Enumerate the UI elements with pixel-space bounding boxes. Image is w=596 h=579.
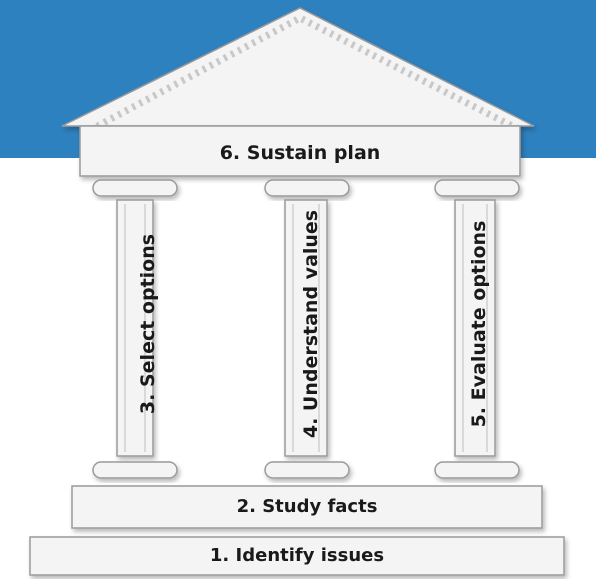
- roof-entablature: [79, 125, 521, 177]
- roof-dash-decoration: [88, 14, 522, 134]
- roof-pediment: [61, 7, 535, 127]
- step-2-label: 2. Study facts: [236, 496, 378, 517]
- step-6-label: 6. Sustain plan: [219, 142, 381, 164]
- step-1-label: 1. Identify issues: [209, 545, 385, 566]
- base-step-2: [71, 485, 543, 529]
- column-middle: [264, 179, 350, 479]
- step-5-label: 5. Evaluate options: [468, 220, 490, 428]
- base-step-1: [29, 536, 565, 576]
- step-3-label: 3. Select options: [137, 233, 159, 415]
- column-left: [92, 179, 178, 479]
- column-right: [434, 179, 520, 479]
- step-4-label: 4. Understand values: [300, 209, 322, 439]
